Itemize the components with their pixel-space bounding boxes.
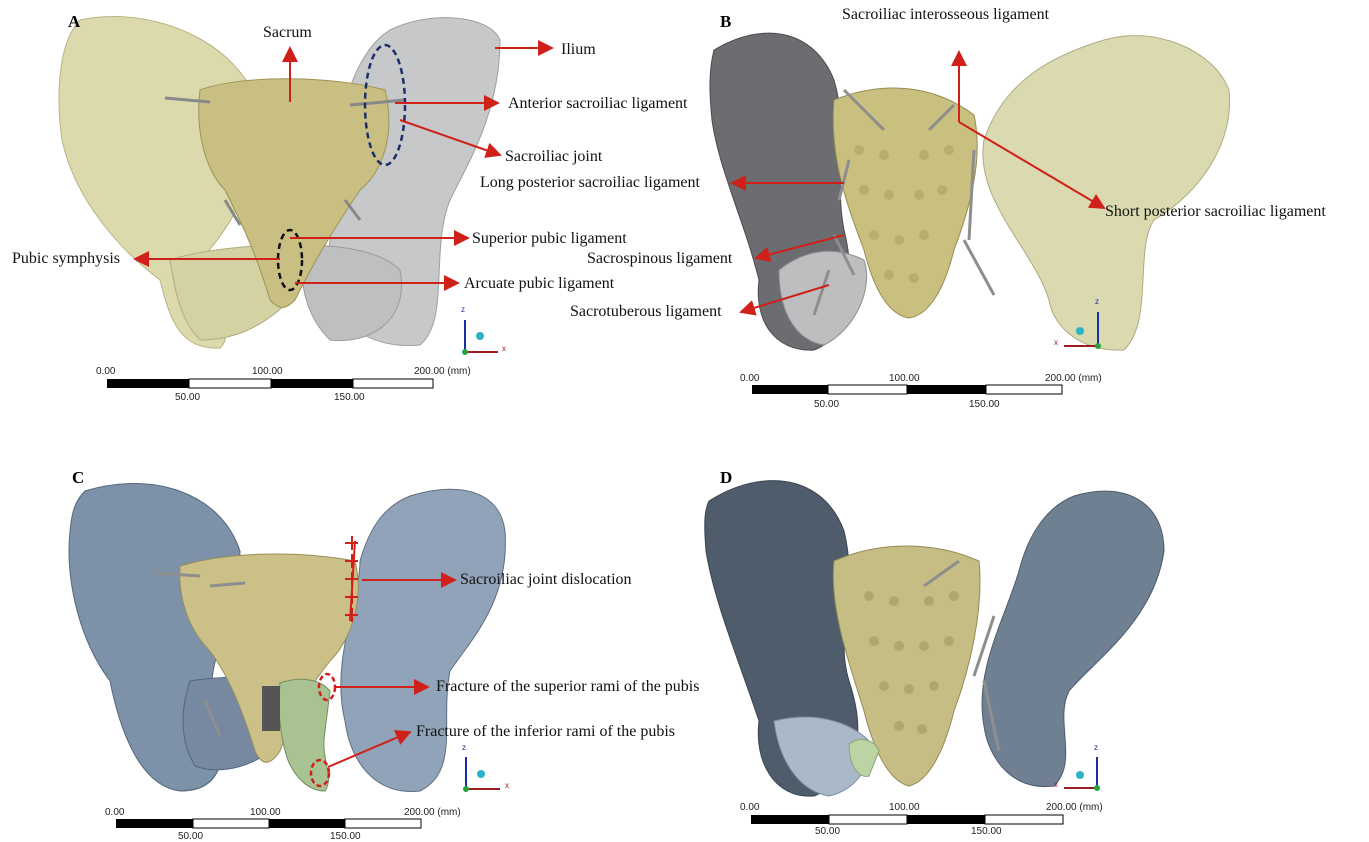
label-si-joint: Sacroiliac joint	[505, 148, 602, 166]
scale-d-200: 200.00 (mm)	[1046, 802, 1103, 813]
right-ilium	[982, 491, 1164, 786]
label-inferior-rami: Fracture of the inferior rami of the pub…	[416, 723, 675, 741]
scale-c-200: 200.00 (mm)	[404, 807, 461, 818]
scale-d-0: 0.00	[740, 802, 759, 813]
label-arcuate: Arcuate pubic ligament	[464, 275, 614, 293]
triad-d	[1064, 757, 1100, 791]
panel-label-c: C	[72, 468, 84, 488]
scale-b-100: 100.00	[889, 373, 920, 384]
triad-z-c: z	[462, 743, 466, 752]
label-anterior-si: Anterior sacroiliac ligament	[508, 95, 687, 113]
scale-d-150: 150.00	[971, 826, 1002, 837]
label-superior-rami: Fracture of the superior rami of the pub…	[436, 678, 699, 696]
triad-z-a: z	[461, 305, 465, 314]
panel-c: C Sacroiliac joint dislocation Fracture …	[0, 421, 684, 841]
scale-d-100: 100.00	[889, 802, 920, 813]
scale-d-50: 50.00	[815, 826, 840, 837]
scale-c-150: 150.00	[330, 831, 361, 842]
triad-x-d: x	[1054, 780, 1058, 789]
label-sacrotuberous: Sacrotuberous ligament	[570, 303, 722, 321]
triad-x-a: x	[502, 344, 506, 353]
panel-d: D z x 0.00 100.00 200.00 (mm) 50.00 150.…	[684, 421, 1369, 841]
label-interosseous: Sacroiliac interosseous ligament	[842, 6, 1049, 24]
label-long-posterior: Long posterior sacroiliac ligament	[480, 174, 700, 192]
triad-z-b: z	[1095, 297, 1099, 306]
label-sacrum: Sacrum	[263, 24, 312, 42]
label-short-posterior: Short posterior sacroiliac ligament	[1105, 203, 1326, 221]
scale-c-100: 100.00	[250, 807, 281, 818]
panel-a: A Sacrum Ilium Anterior sacroiliac ligam…	[0, 0, 684, 420]
scale-a-0: 0.00	[96, 366, 115, 377]
triad-z-d: z	[1094, 743, 1098, 752]
label-si-dislocation: Sacroiliac joint dislocation	[460, 571, 632, 589]
pubic-plate	[262, 686, 280, 731]
label-superior-pubic: Superior pubic ligament	[472, 230, 627, 248]
scale-bar-a	[107, 379, 433, 388]
panel-d-figure	[684, 421, 1369, 841]
fracture-fragment	[279, 679, 330, 791]
triad-a	[462, 320, 498, 355]
panel-label-b: B	[720, 12, 731, 32]
scale-b-0: 0.00	[740, 373, 759, 384]
scale-b-150: 150.00	[969, 399, 1000, 410]
right-ilium	[983, 36, 1230, 351]
scale-bar-d	[751, 815, 1063, 824]
scale-a-200: 200.00 (mm)	[414, 366, 471, 377]
scale-c-0: 0.00	[105, 807, 124, 818]
scale-bar-b	[752, 385, 1062, 394]
right-ilium	[341, 489, 506, 791]
scale-b-50: 50.00	[814, 399, 839, 410]
panel-c-figure	[0, 421, 684, 841]
label-pubic-symphysis: Pubic symphysis	[12, 250, 120, 268]
panel-label-d: D	[720, 468, 732, 488]
label-sacrospinous: Sacrospinous ligament	[587, 250, 732, 268]
triad-x-b: x	[1054, 338, 1058, 347]
panel-b: B Sacroiliac interosseous ligament Long …	[684, 0, 1369, 420]
triad-x-c: x	[505, 781, 509, 790]
scale-c-50: 50.00	[178, 831, 203, 842]
panel-label-a: A	[68, 12, 80, 32]
scale-bar-c	[116, 819, 421, 828]
scale-a-100: 100.00	[252, 366, 283, 377]
scale-a-50: 50.00	[175, 392, 200, 403]
scale-b-200: 200.00 (mm)	[1045, 373, 1102, 384]
panel-a-figure	[0, 0, 684, 420]
triad-c	[463, 757, 500, 792]
label-ilium: Ilium	[561, 41, 596, 59]
scale-a-150: 150.00	[334, 392, 365, 403]
